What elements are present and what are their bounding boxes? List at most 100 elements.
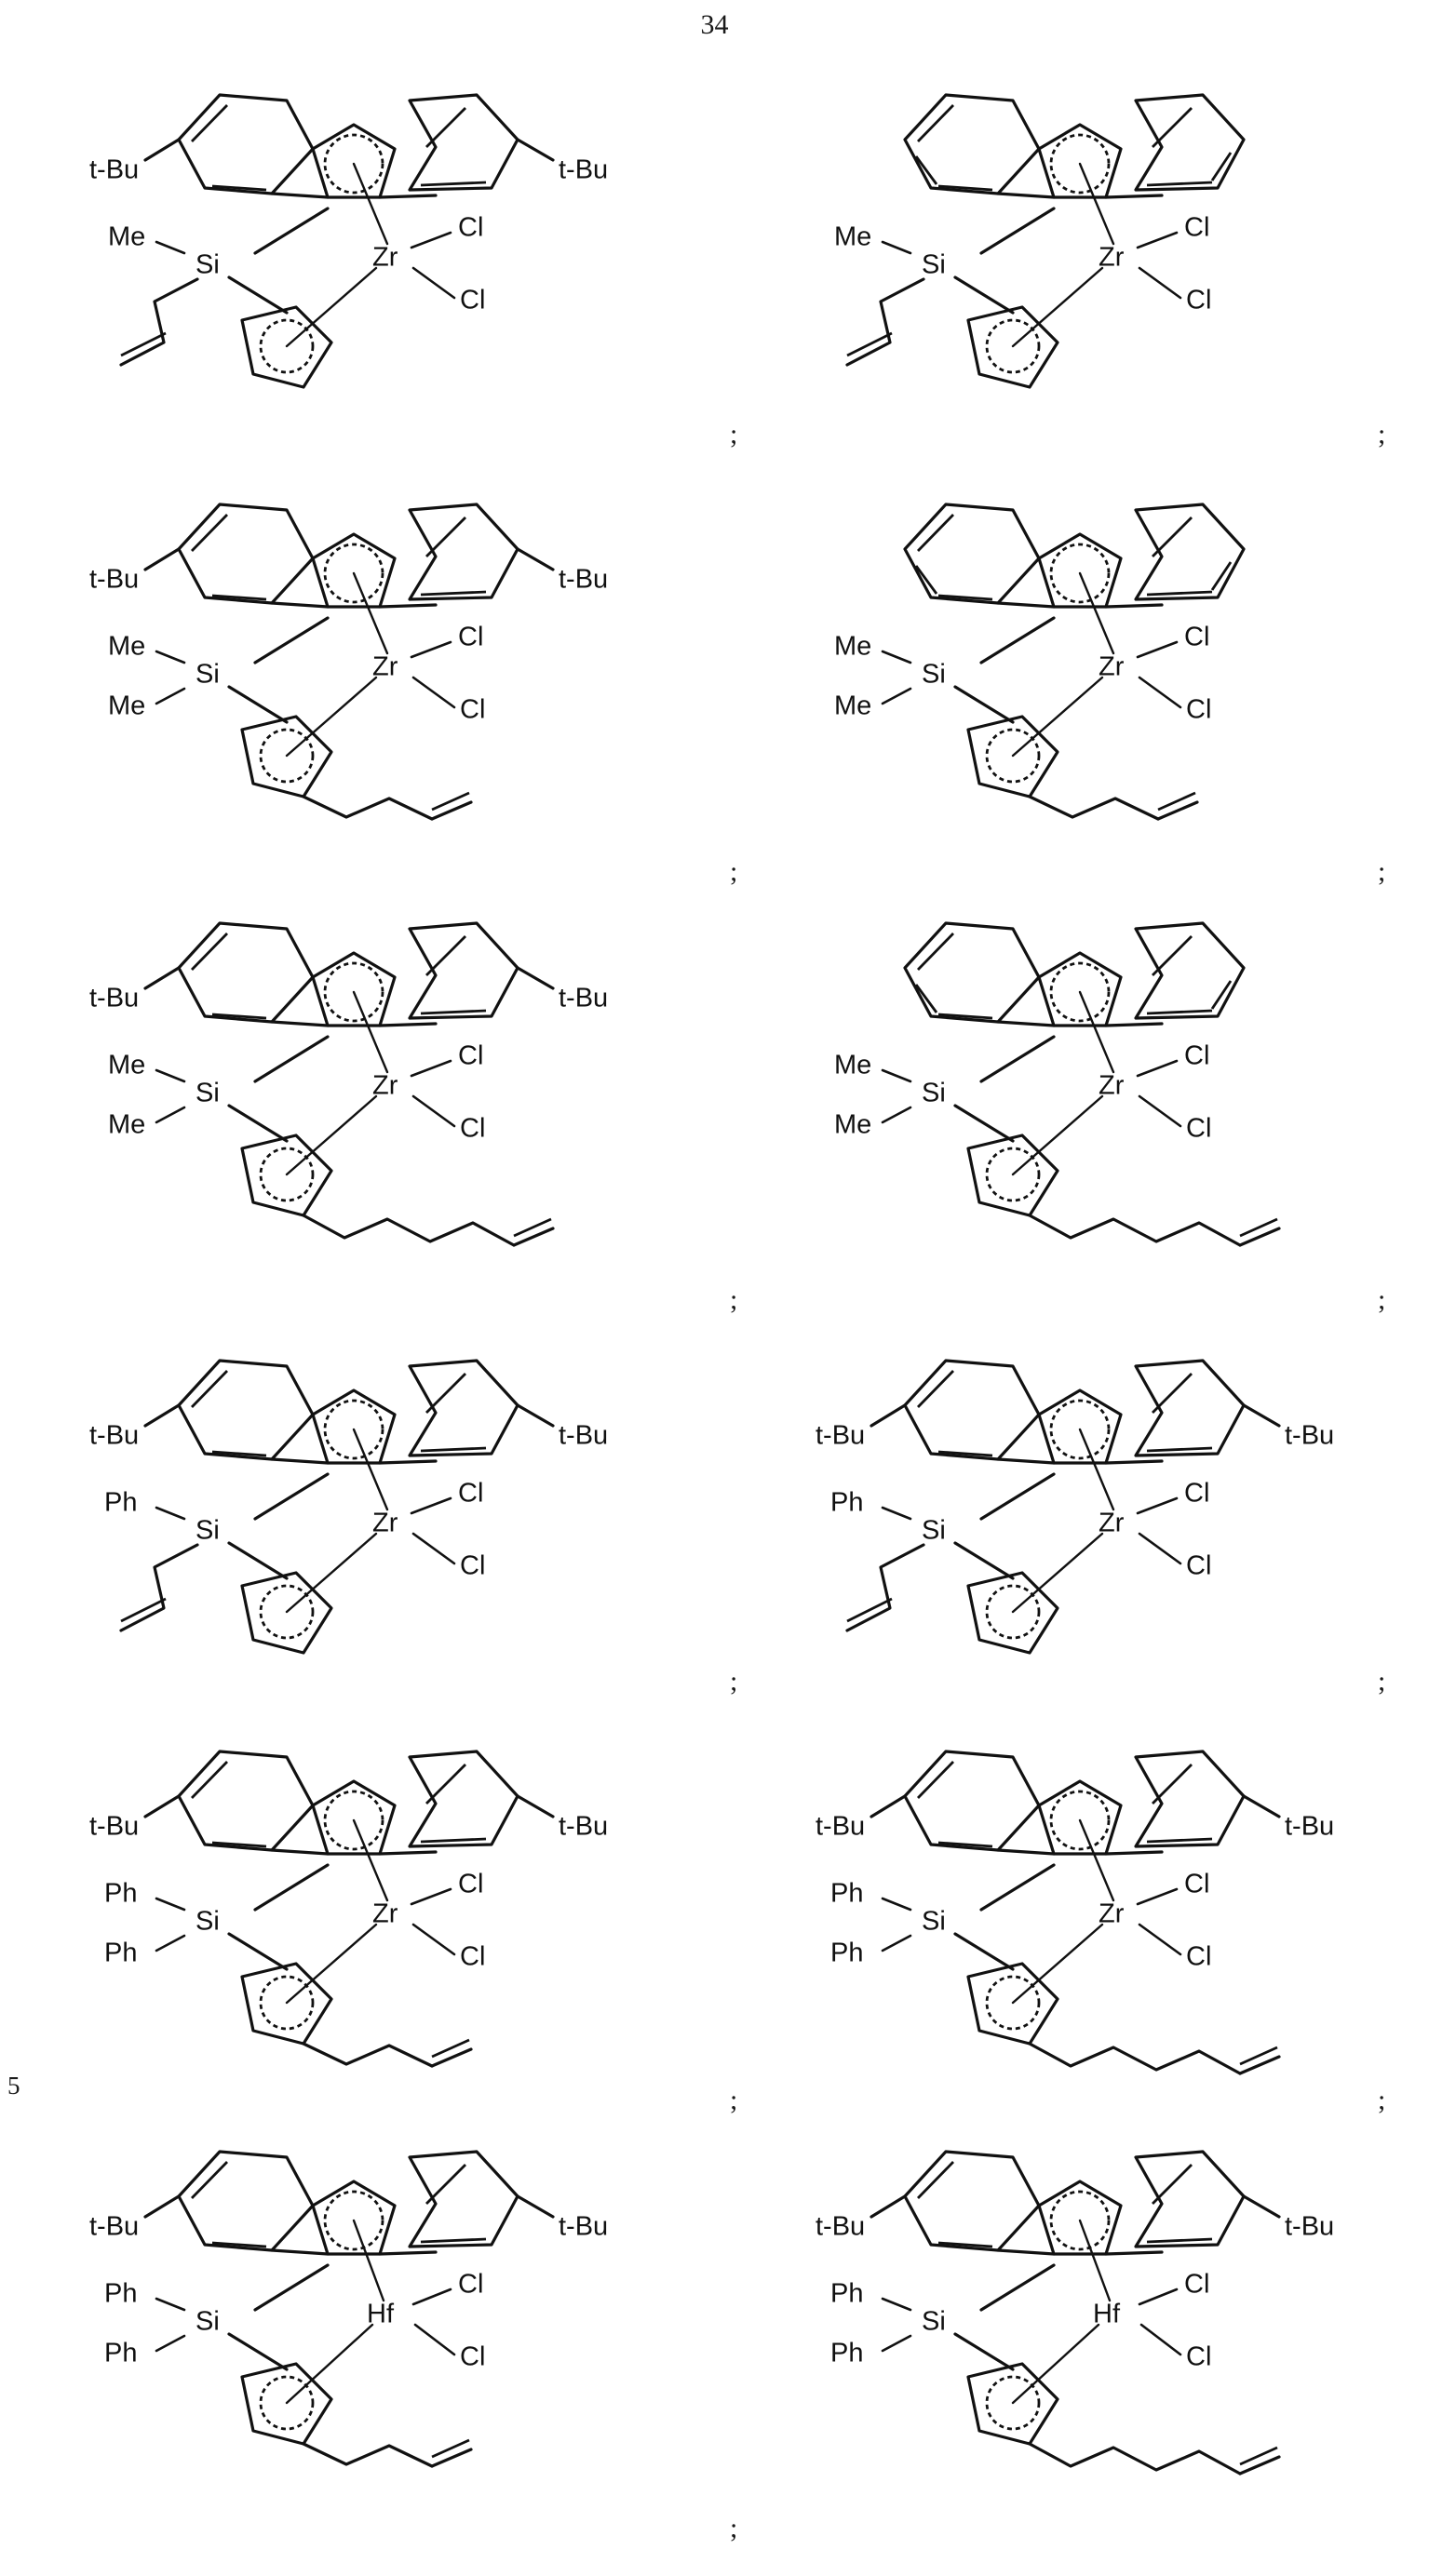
structure-row-6: t-Bu t-Bu Si Ph Ph Hf: [0, 2124, 1429, 2552]
label-ph-1: Ph: [830, 2279, 863, 2309]
page-number: 34: [700, 9, 729, 40]
label-metal-zr: Zr: [372, 652, 398, 682]
structure-3-drawing: t-Bu t-Bu Si Me Me: [89, 503, 608, 821]
label-cl-2: Cl: [1186, 286, 1211, 315]
structure-10-drawing: t-Bu t-Bu Si Ph Ph Zr: [816, 1750, 1334, 2075]
label-me: Me: [108, 222, 145, 252]
label-ph-1: Ph: [830, 1879, 863, 1909]
structure-1: t-Bu t-Bu Si Me: [56, 67, 737, 449]
label-cl-1: Cl: [458, 213, 483, 243]
structure-row-1: t-Bu t-Bu Si Me: [0, 67, 1429, 476]
label-tbu-left: t-Bu: [89, 1812, 139, 1842]
label-cl-1: Cl: [458, 1870, 483, 1899]
label-ph-2: Ph: [830, 1939, 863, 1968]
label-me-1: Me: [108, 1051, 145, 1080]
structure-4: Si Me Me Zr Cl Cl: [782, 476, 1385, 887]
label-tbu-right: t-Bu: [1285, 2212, 1334, 2242]
separator-7: ;: [730, 1666, 738, 1697]
separator-3: ;: [730, 856, 738, 887]
label-ph-2: Ph: [104, 2339, 137, 2368]
label-me: Me: [834, 222, 871, 252]
separator-9: ;: [730, 2085, 738, 2115]
label-tbu-right: t-Bu: [559, 565, 608, 595]
label-tbu-left: t-Bu: [89, 2212, 139, 2242]
structure-5-drawing: t-Bu t-Bu Si Me Me: [89, 921, 608, 1247]
label-tbu-right: t-Bu: [559, 155, 608, 185]
label-tbu-right: t-Bu: [1285, 1421, 1334, 1451]
label-cl-2: Cl: [1186, 1551, 1211, 1581]
structure-2-drawing: Si Me Zr Cl Cl: [834, 93, 1246, 389]
label-ph-2: Ph: [104, 1939, 137, 1968]
label-cl-1: Cl: [1184, 1479, 1209, 1509]
label-metal-zr: Zr: [1099, 243, 1125, 273]
label-cl-1: Cl: [1184, 1041, 1209, 1071]
label-cl-2: Cl: [460, 1942, 485, 1972]
separator-1: ;: [730, 419, 738, 449]
label-metal-zr: Zr: [1099, 1509, 1125, 1538]
label-cl-2: Cl: [460, 1114, 485, 1144]
label-cl-2: Cl: [460, 695, 485, 725]
separator-5: ;: [730, 1284, 738, 1315]
label-cl-1: Cl: [458, 623, 483, 652]
label-tbu-left: t-Bu: [816, 1812, 865, 1842]
structure-6: Si Me Me Zr Cl Cl: [782, 895, 1385, 1315]
label-cl-1: Cl: [1184, 213, 1209, 243]
label-tbu-right: t-Bu: [559, 2212, 608, 2242]
label-tbu-left: t-Bu: [89, 155, 139, 185]
label-metal-hf: Hf: [1093, 2300, 1121, 2329]
structure-12-drawing: t-Bu t-Bu Si Ph Ph Hf: [816, 2150, 1334, 2475]
label-cl-1: Cl: [1184, 1870, 1209, 1899]
label-me-1: Me: [108, 632, 145, 662]
separator-4: ;: [1378, 856, 1386, 887]
label-metal-hf: Hf: [367, 2300, 395, 2329]
label-me-2: Me: [108, 1110, 145, 1140]
label-ph-2: Ph: [830, 2339, 863, 2368]
line-number-5: 5: [7, 2072, 20, 2100]
label-tbu-left: t-Bu: [816, 1421, 865, 1451]
structure-row-2: t-Bu t-Bu Si Me Me: [0, 476, 1429, 895]
label-si: Si: [922, 1907, 946, 1937]
label-metal-zr: Zr: [1099, 1899, 1125, 1929]
label-tbu-right: t-Bu: [1285, 1812, 1334, 1842]
label-me-2: Me: [834, 1110, 871, 1140]
label-si: Si: [922, 1079, 946, 1108]
label-cl-1: Cl: [458, 1041, 483, 1071]
label-metal-zr: Zr: [372, 1071, 398, 1101]
label-metal-zr: Zr: [372, 1899, 398, 1929]
label-si: Si: [195, 1516, 220, 1546]
label-ph: Ph: [104, 1488, 137, 1518]
label-cl-1: Cl: [458, 1479, 483, 1509]
separator-2: ;: [1378, 419, 1386, 449]
label-metal-zr: Zr: [372, 1509, 398, 1538]
label-metal-zr: Zr: [372, 243, 398, 273]
separator-11: ;: [730, 2513, 738, 2543]
structure-6-drawing: Si Me Me Zr Cl Cl: [834, 921, 1281, 1247]
label-ph-1: Ph: [104, 1879, 137, 1909]
structure-8-drawing: t-Bu t-Bu Si Ph Zr Cl: [816, 1359, 1334, 1655]
label-si: Si: [922, 660, 946, 690]
label-tbu-right: t-Bu: [559, 984, 608, 1013]
label-me-2: Me: [834, 691, 871, 721]
structure-10: t-Bu t-Bu Si Ph Ph Zr: [782, 1724, 1385, 2115]
label-metal-zr: Zr: [1099, 1071, 1125, 1101]
label-tbu-right: t-Bu: [559, 1812, 608, 1842]
separator-6: ;: [1378, 1284, 1386, 1315]
label-cl-1: Cl: [1184, 623, 1209, 652]
label-cl-2: Cl: [460, 1551, 485, 1581]
structure-7-drawing: t-Bu t-Bu Si Ph Zr Cl: [89, 1359, 608, 1655]
label-ph-1: Ph: [104, 2279, 137, 2309]
label-cl-2: Cl: [1186, 1114, 1211, 1144]
label-ph: Ph: [830, 1488, 863, 1518]
label-si: Si: [922, 250, 946, 280]
label-cl-2: Cl: [1186, 2342, 1211, 2372]
label-si: Si: [922, 2307, 946, 2337]
label-tbu-left: t-Bu: [89, 565, 139, 595]
label-cl-2: Cl: [460, 286, 485, 315]
label-cl-2: Cl: [1186, 1942, 1211, 1972]
separator-10: ;: [1378, 2085, 1386, 2115]
label-si: Si: [195, 2307, 220, 2337]
structure-1-drawing: t-Bu t-Bu Si Me: [89, 93, 608, 389]
structure-12: t-Bu t-Bu Si Ph Ph Hf: [782, 2124, 1378, 2533]
label-si: Si: [195, 1907, 220, 1937]
